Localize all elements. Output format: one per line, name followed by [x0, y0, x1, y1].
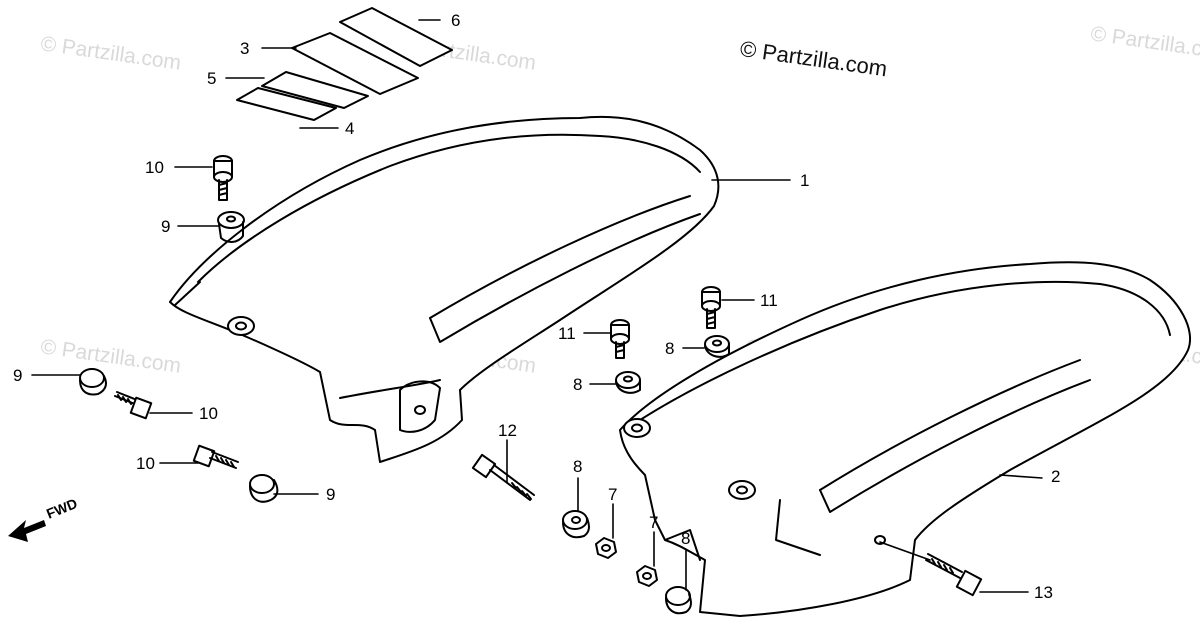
- callout-9-lower: 9: [326, 485, 336, 504]
- grommet-9-lower: [249, 474, 279, 503]
- callout-9-left: 9: [13, 366, 23, 385]
- callout-6: 6: [451, 11, 461, 30]
- bolt-12: [471, 453, 535, 501]
- leader-2: [999, 474, 1043, 479]
- callout-8-right: 8: [665, 339, 675, 358]
- nut-7-b: [636, 565, 658, 587]
- bolt-11-right: [701, 286, 721, 329]
- mudguard-2: [619, 261, 1191, 617]
- bolt-13: [925, 553, 983, 597]
- callout-4: 4: [345, 119, 355, 138]
- callout-8-lower: 8: [573, 457, 583, 476]
- decal-5: [261, 71, 369, 109]
- callout-8-center: 8: [573, 375, 583, 394]
- callout-11-right: 11: [760, 291, 778, 310]
- callout-7-a: 7: [608, 485, 618, 504]
- callout-5: 5: [207, 69, 217, 88]
- washer-8-right: [704, 335, 730, 358]
- washer-8-lower: [562, 510, 590, 539]
- mudguard-1: [169, 115, 720, 463]
- decal-3: [291, 32, 419, 95]
- callout-2: 2: [1051, 467, 1061, 486]
- decal-6: [339, 7, 453, 67]
- nut-7-a: [595, 537, 617, 559]
- bolt-10-lower: [192, 444, 239, 469]
- callout-1: 1: [800, 171, 810, 190]
- callout-3: 3: [240, 39, 250, 58]
- bolt-11-center: [610, 319, 630, 359]
- callout-10-lower: 10: [136, 454, 155, 473]
- bolt-10-mid: [114, 391, 153, 420]
- decal-4: [236, 87, 337, 121]
- callout-13: 13: [1034, 583, 1053, 602]
- callout-7-b: 7: [649, 513, 659, 532]
- grommet-9-left: [79, 368, 107, 396]
- grommet-9-top: [217, 211, 245, 243]
- leader-lines: [31, 19, 1043, 593]
- callout-10-mid: 10: [199, 404, 218, 423]
- forward-arrow-icon: [8, 520, 46, 542]
- callout-10-top: 10: [145, 158, 164, 177]
- bolt-10-top: [213, 155, 233, 201]
- washer-8-bottom: [665, 586, 692, 615]
- callout-12: 12: [498, 421, 517, 440]
- washer-8-center: [615, 371, 641, 394]
- leader-13-a: [879, 541, 931, 561]
- callout-11-center: 11: [558, 324, 576, 343]
- callout-8-bottom: 8: [681, 529, 691, 548]
- callout-9-top: 9: [161, 217, 171, 236]
